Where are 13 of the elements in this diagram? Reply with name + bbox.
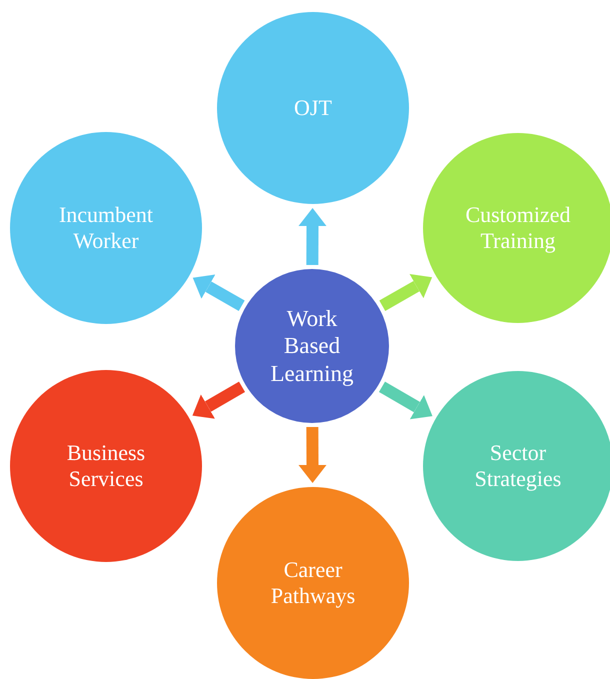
block-arrow bbox=[192, 274, 245, 311]
block-arrow bbox=[298, 426, 326, 483]
circle-label: Incumbent Worker bbox=[58, 202, 154, 254]
block-arrow bbox=[192, 382, 246, 419]
block-arrow bbox=[378, 382, 432, 420]
circle-label: Customized Training bbox=[464, 202, 572, 254]
block-arrow bbox=[298, 208, 326, 266]
block-arrow bbox=[379, 274, 432, 311]
circle-label: Career Pathways bbox=[270, 556, 356, 610]
circle-label: OJT bbox=[294, 94, 332, 122]
circle-label: Work Based Learning bbox=[269, 304, 354, 388]
circle-label: Sector Strategies bbox=[474, 440, 562, 492]
circle-label: Business Services bbox=[66, 440, 146, 492]
